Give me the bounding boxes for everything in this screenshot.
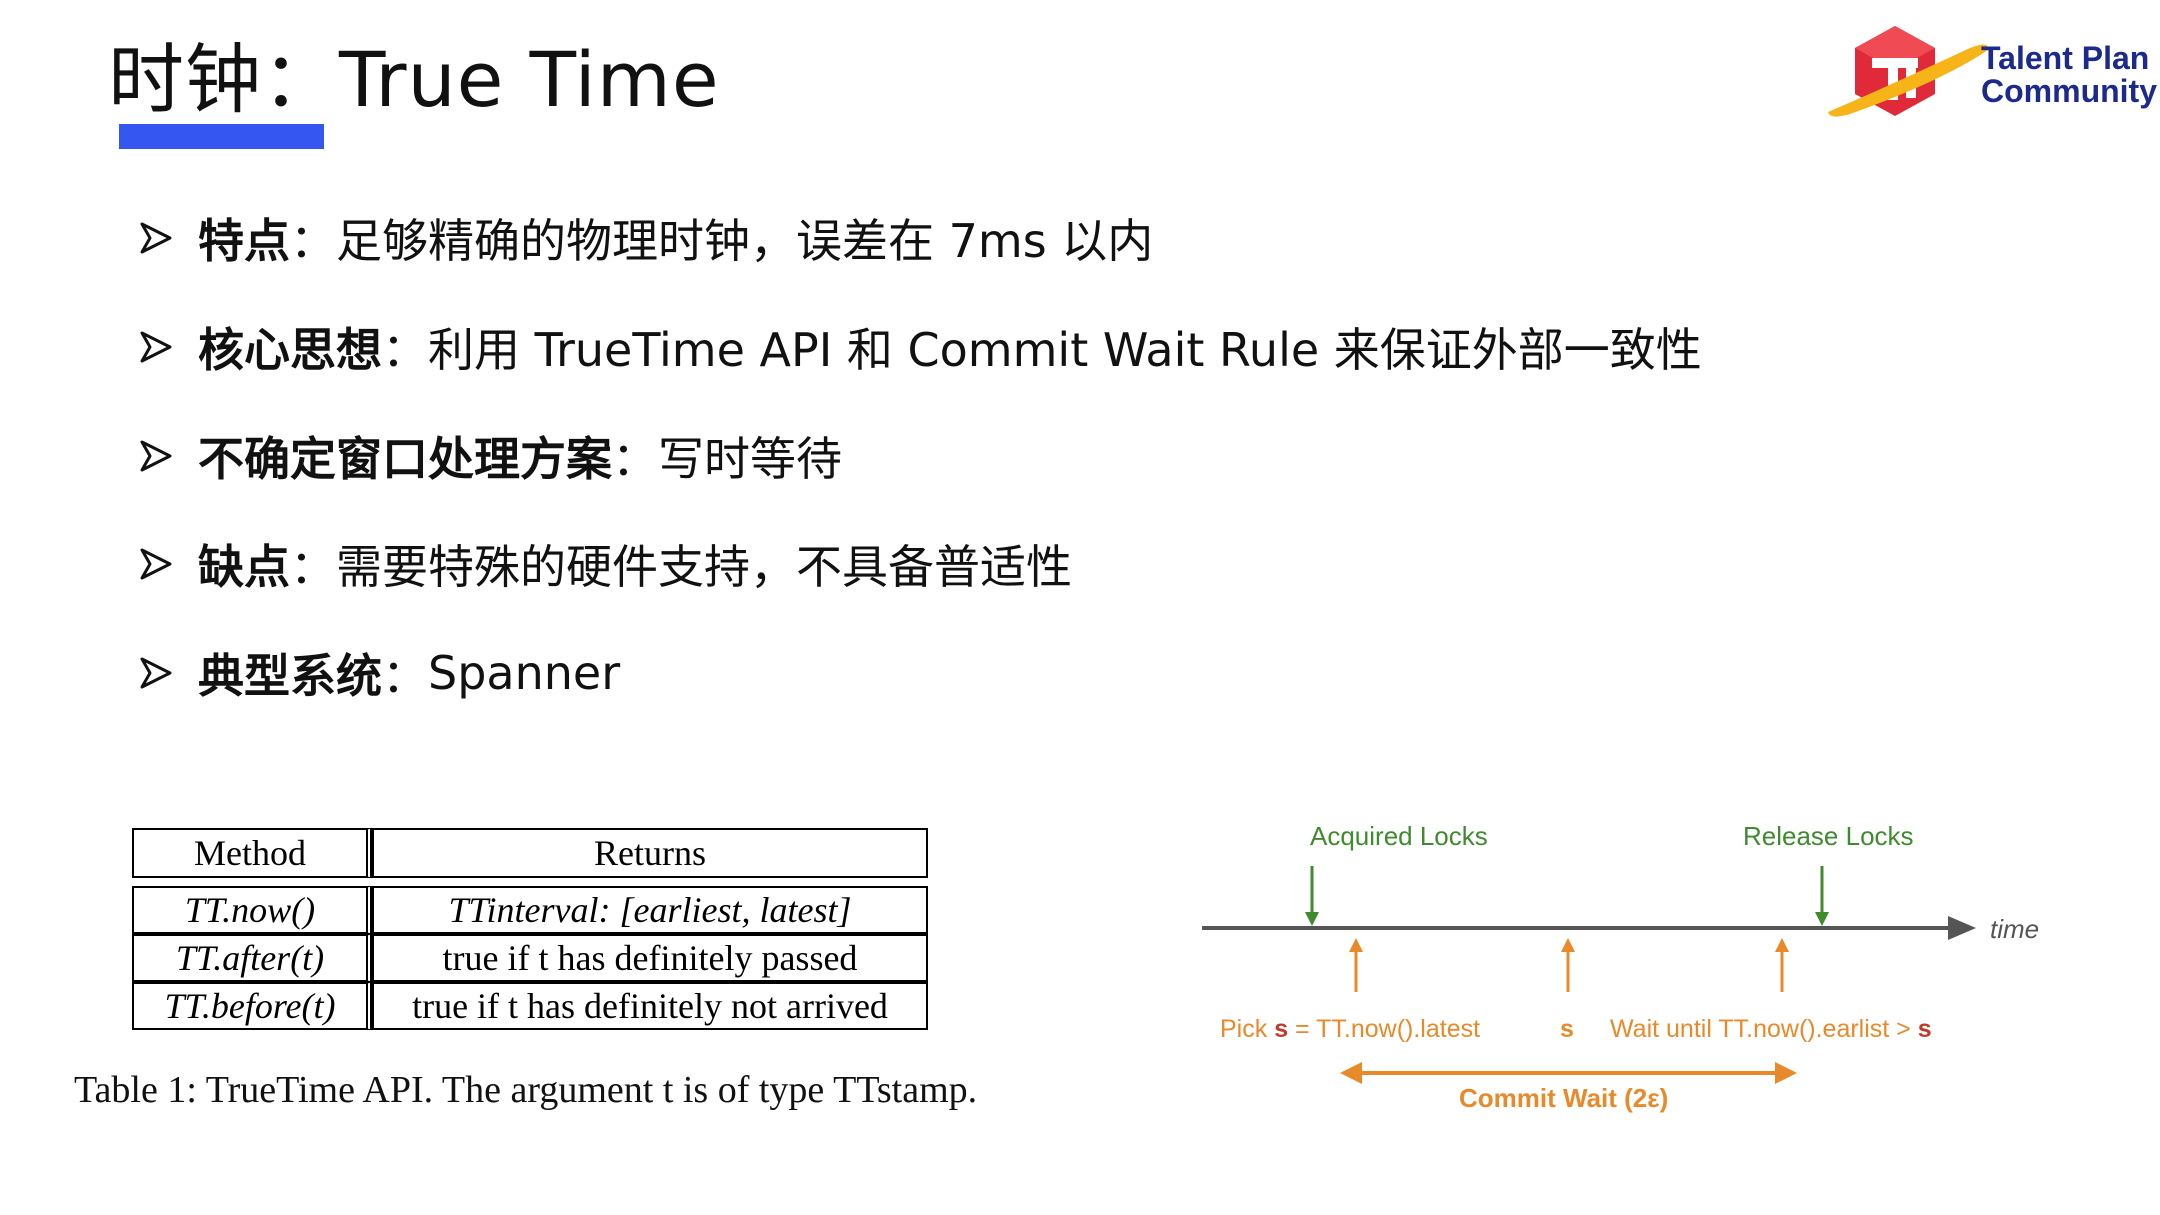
bullet-label: 特点 xyxy=(198,214,290,268)
truetime-api-table: Method Returns TT.now() TTinterval: [ear… xyxy=(132,828,928,1030)
bullet-item-uncertainty: 不确定窗口处理方案：写时等待 xyxy=(136,426,842,486)
bullet-separator: ： xyxy=(382,649,428,703)
commit-wait-right-arrowhead xyxy=(1775,1062,1797,1084)
bullet-text: 需要特殊的硬件支持，不具备普适性 xyxy=(336,540,1072,594)
column-header-returns: Returns xyxy=(372,828,928,878)
arrow-bullet-icon xyxy=(140,440,172,472)
wait-arrowhead xyxy=(1775,938,1789,952)
release-locks-label: Release Locks xyxy=(1743,821,1914,851)
bullet-label: 核心思想 xyxy=(198,323,382,377)
logo-wordmark: Talent Plan Community xyxy=(1981,42,2157,108)
table-row: TT.before(t) true if t has definitely no… xyxy=(132,982,928,1030)
commit-wait-label: Commit Wait (2ε) xyxy=(1459,1083,1668,1113)
title-underline xyxy=(119,124,324,149)
bullet-label: 不确定窗口处理方案 xyxy=(198,432,612,486)
s-label: s xyxy=(1560,1015,1574,1043)
returns-cell: true if t has definitely not arrived xyxy=(372,982,928,1030)
bullet-separator: ： xyxy=(382,323,428,377)
pick-label-suffix: = TT.now().latest xyxy=(1288,1015,1480,1043)
bullet-text: 利用 TrueTime API 和 Commit Wait Rule 来保证外部… xyxy=(428,323,1702,377)
logo-line-2: Community xyxy=(1981,73,2157,109)
slide-title: 时钟：True Time xyxy=(108,35,720,124)
bullet-item-features: 特点：足够精确的物理时钟，误差在 7ms 以内 xyxy=(136,208,1153,268)
table-header-row: Method Returns xyxy=(132,828,928,878)
arrow-bullet-icon xyxy=(140,331,172,363)
wait-label-prefix: Wait until TT.now().earlist > xyxy=(1610,1015,1918,1043)
pick-s-arrowhead xyxy=(1349,938,1363,952)
arrow-bullet-icon xyxy=(140,548,172,580)
bullet-separator: ： xyxy=(612,432,658,486)
commit-wait-left-arrowhead xyxy=(1340,1062,1362,1084)
bullet-separator: ： xyxy=(290,540,336,594)
table-row: TT.now() TTinterval: [earliest, latest] xyxy=(132,886,928,934)
logo-glyph-stem xyxy=(1888,58,1898,100)
bullet-text: 写时等待 xyxy=(658,432,842,486)
pick-label-prefix: Pick xyxy=(1220,1015,1274,1043)
s-arrowhead xyxy=(1561,938,1575,952)
returns-cell: true if t has definitely passed xyxy=(372,934,928,982)
release-locks-arrowhead xyxy=(1815,912,1829,926)
wait-until-label: Wait until TT.now().earlist > s xyxy=(1610,1015,1932,1043)
bullet-label: 典型系统 xyxy=(198,649,382,703)
bullet-label: 缺点 xyxy=(198,540,290,594)
column-header-method: Method xyxy=(132,828,372,878)
time-axis-arrowhead xyxy=(1948,916,1976,940)
bullet-text: 足够精确的物理时钟，误差在 7ms 以内 xyxy=(336,214,1154,268)
logo-line-1: Talent Plan xyxy=(1981,40,2150,76)
logo-orbit xyxy=(1828,44,1989,117)
pick-s-label: Pick s = TT.now().latest xyxy=(1220,1015,1480,1043)
bullet-text: Spanner xyxy=(428,646,621,700)
table-row: TT.after(t) true if t has definitely pas… xyxy=(132,934,928,982)
bullet-item-core-idea: 核心思想：利用 TrueTime API 和 Commit Wait Rule … xyxy=(136,317,1702,377)
talent-plan-logo xyxy=(1828,26,1989,117)
wait-label-s: s xyxy=(1918,1015,1932,1043)
table-caption: Table 1: TrueTime API. The argument t is… xyxy=(74,1069,978,1111)
acquired-locks-arrowhead xyxy=(1305,912,1319,926)
returns-cell: TTinterval: [earliest, latest] xyxy=(372,886,928,934)
commit-wait-timeline: Acquired Locks Release Locks time Pick s… xyxy=(1202,821,2039,1113)
method-cell: TT.before(t) xyxy=(132,982,372,1030)
arrow-bullet-icon xyxy=(140,222,172,254)
time-axis-label: time xyxy=(1990,914,2039,944)
pick-label-s: s xyxy=(1274,1015,1288,1043)
acquired-locks-label: Acquired Locks xyxy=(1310,821,1488,851)
bullet-separator: ： xyxy=(290,214,336,268)
method-cell: TT.now() xyxy=(132,886,372,934)
bullet-item-drawbacks: 缺点：需要特殊的硬件支持，不具备普适性 xyxy=(136,534,1072,594)
bullet-item-systems: 典型系统：Spanner xyxy=(136,643,620,703)
arrow-bullet-icon xyxy=(140,657,172,689)
method-cell: TT.after(t) xyxy=(132,934,372,982)
